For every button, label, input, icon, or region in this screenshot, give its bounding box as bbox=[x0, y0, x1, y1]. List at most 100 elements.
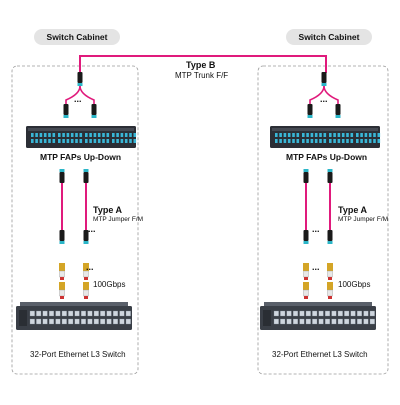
cab1-switch-port bbox=[305, 310, 311, 317]
cab0-transceiver-left-a-latch bbox=[59, 263, 65, 271]
cab1-panel-port bbox=[350, 139, 354, 143]
cab0-panel-port bbox=[97, 133, 101, 137]
cab1-jumper-top-connector-right-body bbox=[327, 172, 333, 183]
cab0-panel-port bbox=[89, 139, 92, 143]
cab1-switch-port bbox=[280, 318, 286, 325]
cab1-switch-port bbox=[286, 318, 292, 325]
cab0-panel-port bbox=[43, 133, 47, 137]
cab1-transceiver-left-a-body bbox=[303, 270, 309, 278]
cab0-panel-port bbox=[58, 139, 61, 143]
cab1-switch-port bbox=[344, 318, 350, 325]
cab1-switch-port bbox=[357, 310, 362, 317]
cab1-panel-port bbox=[346, 133, 349, 137]
cab1-switch-port bbox=[273, 318, 279, 325]
cab1-panel-port bbox=[356, 133, 359, 137]
cab0-panel-port bbox=[120, 139, 124, 143]
cab0-panel-port bbox=[129, 139, 132, 143]
cab0-panel-port bbox=[31, 139, 34, 143]
cab1-switch-port bbox=[369, 318, 375, 325]
cab0-switch-port bbox=[61, 310, 67, 317]
cab0-panel-port bbox=[35, 139, 38, 143]
cab1-panel-port bbox=[279, 133, 282, 137]
cab1-transceiver-right-b-tab bbox=[328, 296, 332, 299]
cab1-breakout-leg-right bbox=[323, 85, 339, 118]
cab0-switch-port bbox=[29, 318, 35, 325]
cab1-switch-port bbox=[337, 310, 343, 317]
cab1-switch-body bbox=[260, 306, 376, 330]
cab0-switch-port bbox=[113, 318, 118, 325]
cab1-panel-port bbox=[296, 139, 300, 143]
left-jumper-type: Type A bbox=[93, 205, 123, 215]
cab0-panel-port bbox=[85, 133, 88, 137]
cab1-panel-port bbox=[323, 133, 327, 137]
cab0-panel-port bbox=[116, 133, 119, 137]
left-ellipsis-low: ... bbox=[86, 262, 94, 272]
cab0-switch-port bbox=[113, 310, 118, 317]
cab0-panel-port bbox=[39, 133, 43, 137]
right-speed-label: 100Gbps bbox=[338, 280, 371, 289]
cab0-panel-port bbox=[106, 139, 110, 143]
cab1-panel-port bbox=[296, 133, 300, 137]
cab0-panel-port bbox=[48, 133, 51, 137]
right-cabinet-group bbox=[260, 72, 381, 330]
left-ellipsis-mid: ... bbox=[88, 224, 96, 234]
cab0-patch-panel-rail bbox=[28, 128, 134, 131]
cab0-breakout-leg-right bbox=[79, 85, 95, 118]
cab1-switch-port bbox=[312, 310, 318, 317]
cab1-trunk-connector-body bbox=[321, 72, 327, 83]
right-jumper-desc: MTP Jumper F/M bbox=[338, 216, 389, 223]
cab1-switch-port bbox=[318, 310, 324, 317]
cab0-switch-port bbox=[68, 318, 74, 325]
cab1-panel-port bbox=[319, 139, 322, 143]
cab1-switch-port bbox=[363, 318, 369, 325]
cab1-switch-port bbox=[299, 310, 305, 317]
cab0-switch-port bbox=[100, 318, 106, 325]
cab1-switch-port bbox=[293, 310, 298, 317]
cab0-switch-port bbox=[55, 310, 61, 317]
cab0-switch-port bbox=[36, 318, 42, 325]
cab0-panel-port bbox=[58, 133, 61, 137]
cab1-breakout-connector-right-cap bbox=[335, 115, 341, 118]
right-ellipsis-top: ... bbox=[320, 94, 328, 104]
cab0-switch-port bbox=[119, 310, 125, 317]
cab1-panel-port bbox=[306, 139, 309, 143]
cab0-panel-port bbox=[133, 133, 137, 137]
cab0-transceiver-left-a-tab bbox=[60, 277, 64, 280]
cab0-transceiver-right-a-tab bbox=[84, 277, 88, 280]
cab1-jumper-top-connector-right-cap bbox=[327, 169, 333, 172]
cab0-jumper-bottom-connector-left-body bbox=[59, 230, 65, 241]
cab0-panel-port bbox=[89, 133, 92, 137]
right-jumper-type: Type A bbox=[338, 205, 368, 215]
cab1-switch-port bbox=[312, 318, 318, 325]
cab1-patch-panel-rail bbox=[272, 128, 378, 131]
cab0-trunk-connector-body bbox=[77, 72, 83, 83]
cab0-transceiver-left-b-tab bbox=[60, 296, 64, 299]
cab1-panel-port bbox=[302, 139, 305, 143]
cab0-switch-port bbox=[49, 310, 54, 317]
cab1-trunk-connector-cap bbox=[321, 83, 327, 86]
left-cabinet-group bbox=[16, 72, 137, 330]
cab1-panel-port bbox=[306, 133, 309, 137]
cab1-transceiver-right-b-body bbox=[327, 289, 333, 297]
cab1-panel-port bbox=[287, 133, 291, 137]
cab1-transceiver-left-b-latch bbox=[303, 282, 309, 290]
cab1-panel-port bbox=[350, 133, 354, 137]
cab1-switch-port bbox=[273, 310, 279, 317]
cab0-panel-port bbox=[106, 133, 110, 137]
cab0-transceiver-left-b-body bbox=[59, 289, 65, 297]
left-jumper-desc: MTP Jumper F/M bbox=[93, 216, 144, 223]
cab1-panel-port bbox=[310, 139, 314, 143]
left-ellipsis-top: ... bbox=[74, 94, 82, 104]
cab1-panel-port bbox=[368, 139, 372, 143]
cab1-panel-port bbox=[373, 133, 376, 137]
cab1-panel-port bbox=[283, 139, 287, 143]
cab1-panel-port bbox=[283, 133, 287, 137]
cab0-switch-port bbox=[61, 318, 67, 325]
cab0-switch-top bbox=[20, 302, 128, 308]
cab1-panel-port bbox=[377, 133, 381, 137]
cab0-breakout-connector-left-cap bbox=[63, 115, 69, 118]
cab1-jumper-bottom-connector-left-cap bbox=[303, 241, 309, 244]
cab0-panel-port bbox=[116, 139, 119, 143]
cab0-switch-port bbox=[81, 310, 86, 317]
cab0-switch-port bbox=[42, 318, 48, 325]
